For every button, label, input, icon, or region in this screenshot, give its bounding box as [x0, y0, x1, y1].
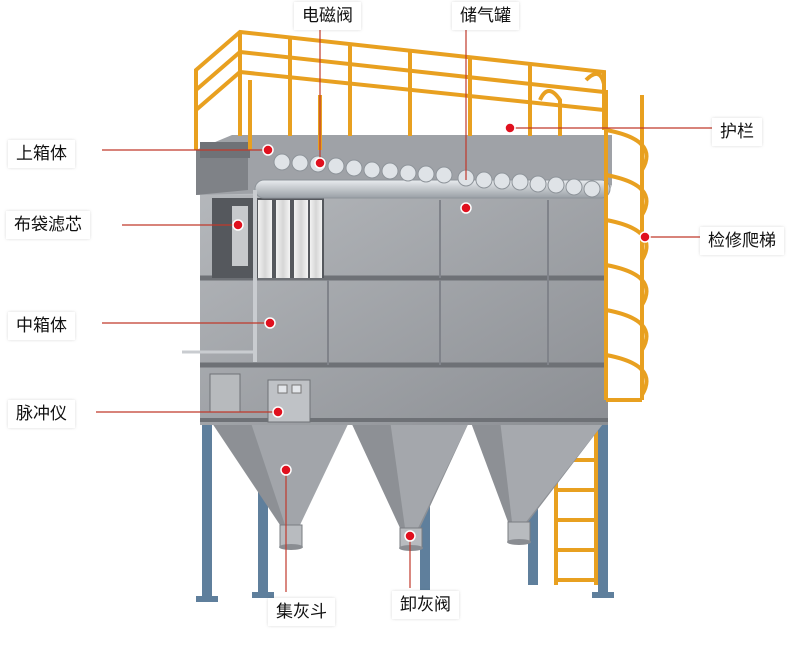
- label-air-tank: 储气罐: [452, 2, 519, 30]
- label-discharge-valve: 卸灰阀: [392, 591, 459, 619]
- label-guardrail: 护栏: [712, 118, 762, 146]
- label-ladder: 检修爬梯: [700, 227, 784, 255]
- label-pulse-controller: 脉冲仪: [8, 400, 75, 428]
- label-middle-box: 中箱体: [8, 312, 75, 340]
- guardrail: [196, 32, 604, 150]
- label-bag-filter: 布袋滤芯: [6, 211, 90, 239]
- label-upper-box: 上箱体: [8, 140, 75, 168]
- label-solenoid-valve: 电磁阀: [294, 2, 361, 30]
- bag-filter-cutaway: [212, 198, 324, 278]
- label-ash-hopper: 集灰斗: [268, 598, 335, 626]
